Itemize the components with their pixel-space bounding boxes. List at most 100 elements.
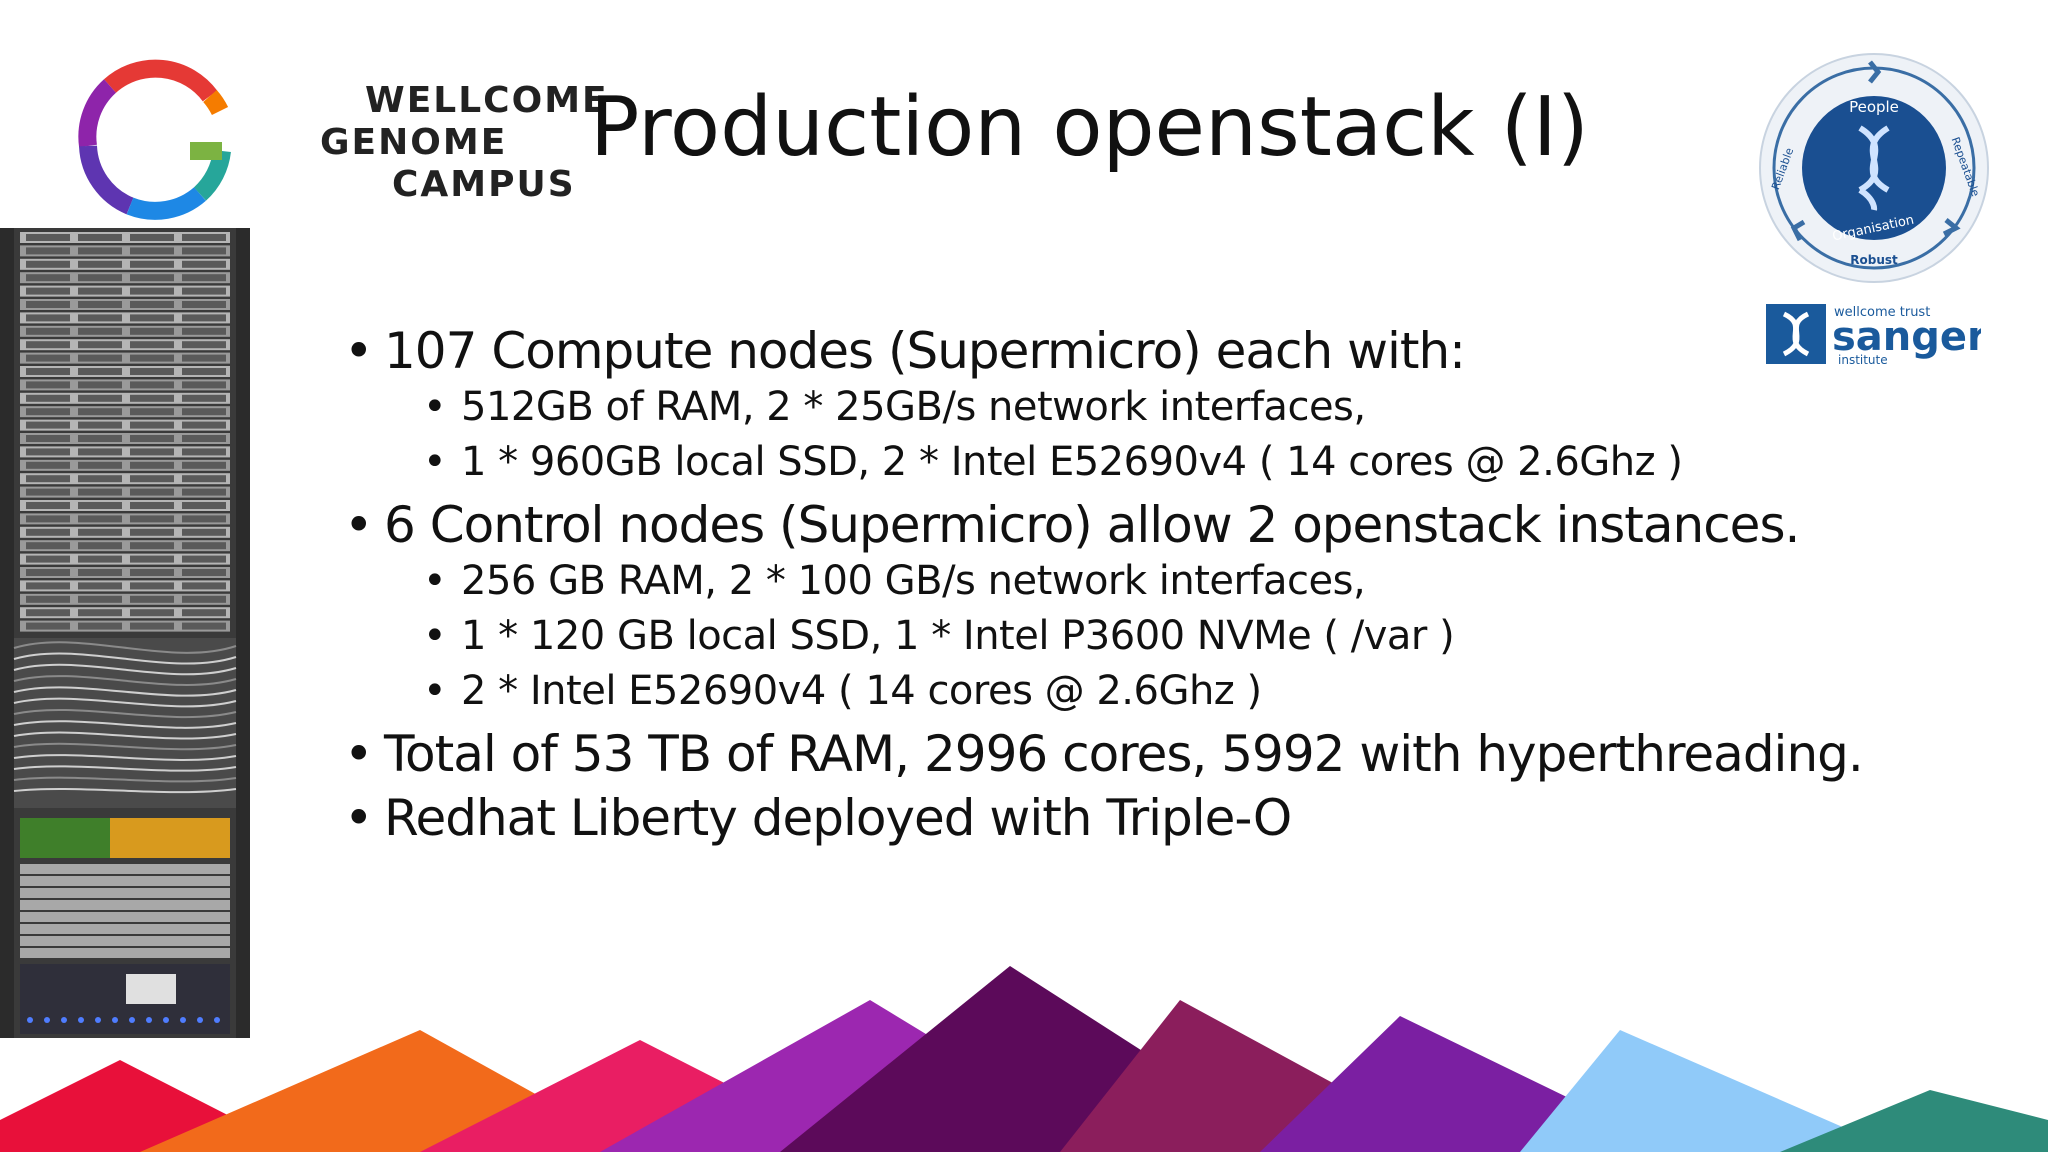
drive-bay — [182, 314, 226, 322]
drive-bay — [78, 394, 122, 402]
led-light — [78, 1017, 84, 1023]
drive-bay — [78, 475, 122, 483]
drive-bay — [78, 234, 122, 241]
bullet-item: Redhat Liberty deployed with Triple-O — [340, 789, 2020, 847]
sub-bullet-item: 1 * 960GB local SSD, 2 * Intel E52690v4 … — [340, 435, 2020, 490]
drive-bay — [26, 274, 70, 282]
drive-bay — [130, 368, 174, 375]
cable — [13, 731, 237, 740]
drive-bay — [130, 515, 174, 523]
drive-bay — [26, 341, 70, 349]
drive-bay — [130, 341, 174, 349]
drive-bay — [78, 287, 122, 295]
led-light — [180, 1017, 186, 1023]
cable — [13, 720, 237, 729]
drive-bay — [26, 595, 70, 603]
cable — [13, 787, 237, 794]
drive-bay — [182, 381, 226, 389]
drive-bay — [26, 461, 70, 469]
drive-bay — [78, 542, 122, 550]
server-unit — [20, 936, 230, 946]
cable — [13, 754, 237, 761]
server-unit — [20, 900, 230, 910]
drive-bay — [78, 301, 122, 308]
drive-bay — [26, 488, 70, 496]
server-unit — [20, 924, 230, 934]
sub-bullet-item: 512GB of RAM, 2 * 25GB/s network interfa… — [340, 380, 2020, 435]
sanger-small-text: wellcome trust — [1834, 305, 1930, 320]
drive-bay — [26, 381, 70, 389]
drive-bay — [130, 287, 174, 295]
drive-bay — [78, 622, 122, 630]
drive-bay — [130, 314, 174, 322]
drive-bay — [78, 408, 122, 416]
server-unit — [20, 446, 230, 458]
cable — [13, 675, 237, 686]
server-unit — [20, 876, 230, 886]
drive-bay — [26, 569, 70, 576]
drive-bay — [182, 435, 226, 442]
server-unit — [20, 232, 230, 243]
wgc-ring-icon — [78, 59, 231, 220]
drive-bay — [26, 301, 70, 308]
drive-bay — [182, 408, 226, 416]
cable — [13, 708, 237, 719]
drive-bay — [78, 582, 122, 590]
drive-bay — [130, 408, 174, 416]
badge-top-label: People — [1849, 98, 1899, 116]
server-unit — [20, 500, 230, 511]
drive-bay — [26, 448, 70, 456]
drive-bay — [130, 595, 174, 603]
drive-bay — [130, 609, 174, 617]
drive-bay — [130, 274, 174, 282]
drive-bay — [130, 247, 174, 255]
slide-title: Production openstack (I) — [590, 80, 1589, 175]
drive-bay — [182, 461, 226, 469]
drive-bay — [26, 287, 70, 295]
drive-bay — [130, 555, 174, 563]
server-unit — [20, 526, 230, 538]
cable — [13, 776, 237, 783]
server-unit — [20, 325, 230, 337]
server-unit — [20, 486, 230, 498]
drive-bay — [26, 368, 70, 375]
server-unit — [20, 888, 230, 898]
drive-bay — [182, 555, 226, 563]
drive-bay — [78, 609, 122, 617]
server-unit — [20, 406, 230, 418]
server-rack-photo — [0, 228, 250, 1038]
server-unit — [20, 567, 230, 578]
led-light — [129, 1017, 135, 1023]
server-unit — [20, 540, 230, 552]
drive-bay — [26, 528, 70, 536]
server-unit — [20, 580, 230, 592]
drive-bay — [130, 461, 174, 469]
server-unit — [20, 864, 230, 874]
mountain-footer-graphic — [0, 966, 2048, 1152]
drive-bay — [26, 314, 70, 322]
server-unit — [20, 513, 230, 525]
led-light — [61, 1017, 67, 1023]
led-light — [146, 1017, 152, 1023]
drive-bay — [26, 247, 70, 255]
led-light — [112, 1017, 118, 1023]
server-unit — [20, 379, 230, 391]
drive-bay — [182, 421, 226, 429]
server-unit — [20, 459, 230, 471]
drive-bay — [130, 354, 174, 362]
drive-bay — [182, 595, 226, 603]
drive-bay — [130, 234, 174, 241]
drive-bay — [130, 475, 174, 483]
drive-bay — [182, 260, 226, 268]
drive-bay — [78, 260, 122, 268]
server-unit — [20, 312, 230, 324]
drive-bay — [182, 609, 226, 617]
server-unit — [20, 433, 230, 444]
drive-bay — [130, 260, 174, 268]
drive-bay — [182, 274, 226, 282]
drive-bay — [26, 542, 70, 550]
bullet-list: 107 Compute nodes (Supermicro) each with… — [340, 322, 2020, 847]
drive-bay — [26, 260, 70, 268]
drive-bay — [78, 555, 122, 563]
